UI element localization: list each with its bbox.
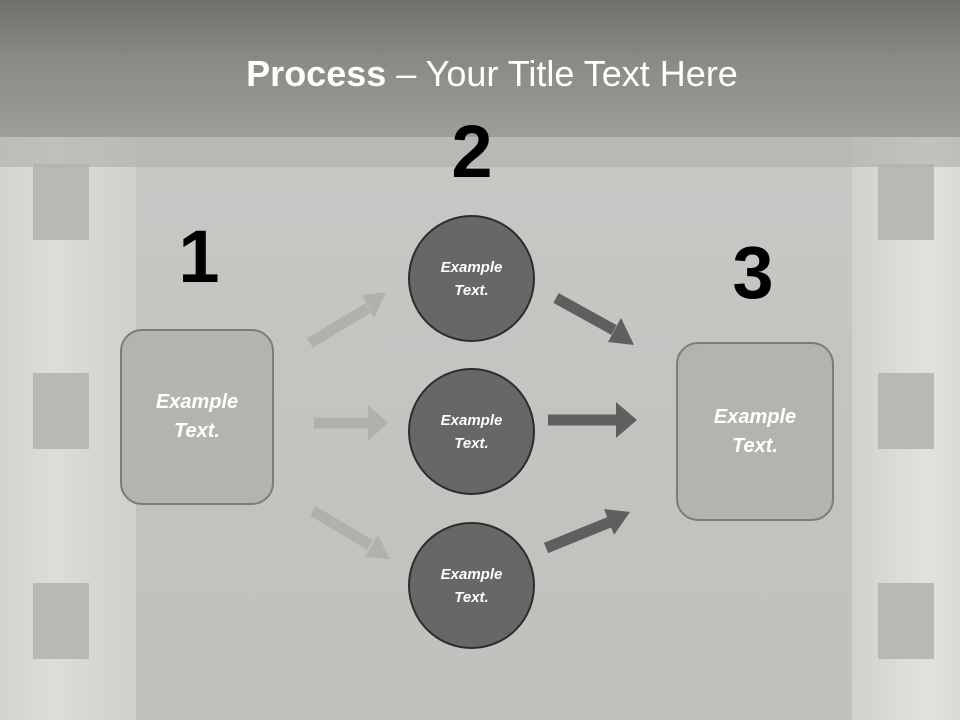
header-band: [0, 137, 960, 167]
arrow-1-to-middle: [314, 405, 388, 441]
sprocket-hole: [878, 373, 934, 449]
step-number-3: 3: [732, 231, 774, 314]
title-bold: Process: [246, 53, 387, 94]
arrow-middle-to-3: [548, 402, 637, 438]
arrow-1-to-top: [307, 292, 386, 348]
sprocket-hole: [878, 164, 934, 240]
sprocket-hole: [33, 583, 89, 659]
arrow-top-to-3: [553, 293, 634, 345]
step-3-text: Example Text.: [713, 405, 797, 457]
step-2-circle: Example Text.: [408, 522, 535, 649]
header-bar: [0, 0, 960, 137]
step-2-item-text: Example Text.: [440, 258, 503, 299]
step-number-1: 1: [178, 215, 220, 298]
step-number-2: 2: [451, 110, 493, 193]
arrow-bottom-to-3: [543, 509, 630, 554]
title-rest: – Your Title Text Here: [386, 53, 738, 94]
slide-title: Process – Your Title Text Here: [0, 52, 960, 96]
step-2-item-text: Example Text.: [440, 411, 503, 452]
step-2-circle: Example Text.: [408, 368, 535, 495]
sprocket-hole: [878, 583, 934, 659]
step-3-box: Example Text.: [676, 342, 834, 521]
arrow-1-to-bottom: [310, 506, 390, 559]
step-2-item-text: Example Text.: [440, 565, 503, 606]
sprocket-hole: [33, 373, 89, 449]
step-1-box: Example Text.: [120, 329, 274, 505]
sprocket-hole: [33, 164, 89, 240]
step-2-circle: Example Text.: [408, 215, 535, 342]
step-1-text: Example Text.: [155, 391, 239, 442]
